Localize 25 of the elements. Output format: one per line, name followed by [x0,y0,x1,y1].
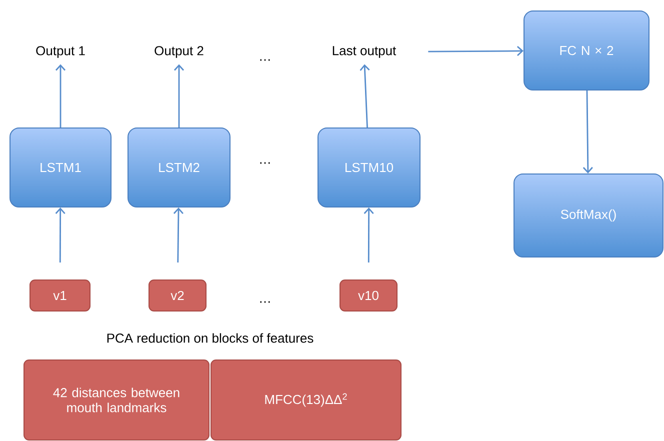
caption-text: PCA reduction on blocks of features [107,333,314,343]
layer-box: LSTM2 [128,128,230,208]
arrow [173,208,184,262]
feature-box: MFCC(13)ΔΔ$^{2}$ [210,360,402,440]
arrow [582,90,593,174]
ellipsis: … [260,301,270,303]
arrow [55,64,66,128]
arrow [364,208,374,262]
layer-box: LSTM1 [10,128,112,208]
arrow [428,46,524,56]
layer-box: SoftMax() [514,174,664,258]
vector-box: v1 [30,280,90,312]
vector-box: v10 [340,280,398,312]
output-label: Last output [332,46,396,58]
ellipsis: … [260,162,270,164]
arrow [55,208,66,262]
vector-box: v2 [148,280,206,312]
layer-box: LSTM10 [318,128,420,208]
feature-box: 42 distances between mouth landmarks [24,360,210,440]
arrow [360,64,370,128]
ellipsis: … [260,59,270,61]
arrow [174,64,184,128]
output-label: Output 2 [154,46,204,58]
output-label: Output 1 [36,46,85,58]
layer-box: FC N × 2 [524,10,650,90]
